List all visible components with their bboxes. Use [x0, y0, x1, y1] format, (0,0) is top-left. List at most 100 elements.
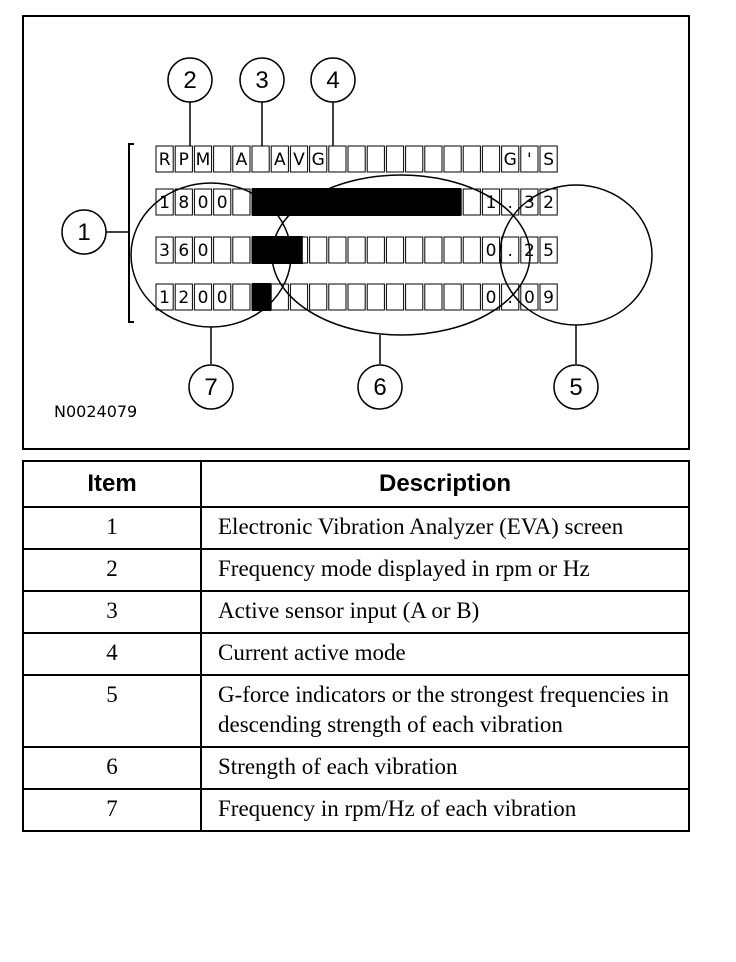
lcd-cell: [309, 283, 328, 311]
lcd-cell: [193, 236, 213, 264]
item-description: Electronic Vibration Analyzer (EVA) scre…: [200, 506, 690, 550]
item-description: Strength of each vibration: [200, 746, 690, 790]
lcd-header-char: R: [159, 150, 171, 170]
lcd-header-cell: [251, 145, 270, 173]
gforce-digit: 3: [524, 193, 535, 213]
item-number: 4: [22, 632, 202, 676]
lcd-cell: [366, 236, 385, 264]
lcd-header-cell: [539, 145, 558, 173]
lcd-cell: [366, 283, 385, 311]
lcd-cell: [213, 236, 232, 264]
callout-3-label: 3: [255, 67, 268, 94]
lcd-header-cell: [289, 145, 309, 173]
frequency-digit: 0: [198, 241, 209, 261]
strength-bar: [252, 283, 272, 311]
lcd-cell: [174, 188, 193, 216]
lcd-header-char: S: [543, 150, 554, 170]
lcd-cell: [309, 236, 328, 264]
frequency-digit: 0: [198, 288, 209, 308]
lcd-cell: [270, 283, 289, 311]
item-description: Frequency mode displayed in rpm or Hz: [200, 548, 690, 592]
lcd-cell: [174, 283, 193, 311]
callout-7: 7: [188, 364, 234, 410]
figure-code: N0024079: [54, 402, 137, 421]
callout-6-label: 6: [373, 374, 386, 401]
lcd-cell: [232, 283, 251, 311]
lcd-header-cell: [443, 145, 462, 173]
frequency-digit: 1: [159, 193, 170, 213]
lcd-cell: [213, 283, 232, 311]
callout-2: 2: [167, 57, 213, 103]
lcd-cell: [347, 283, 366, 311]
gforce-digit: .: [507, 193, 512, 213]
gforce-digit: 9: [543, 288, 554, 308]
lcd-header-cell: [155, 145, 174, 173]
lcd-header-char: G: [504, 150, 517, 170]
lcd-cell: [481, 283, 501, 311]
description-column-header: Description: [200, 460, 690, 508]
lcd-cell: [539, 283, 558, 311]
lcd-header-cell: [347, 145, 366, 173]
item-description: G-force indicators or the strongest freq…: [200, 674, 690, 748]
item-description: Frequency in rpm/Hz of each vibration: [200, 788, 690, 832]
item-number: 2: [22, 548, 202, 592]
gforce-digit: 0: [486, 288, 497, 308]
lcd-cell: [520, 188, 539, 216]
table-row: 4 Current active mode: [22, 632, 690, 676]
callout-1-label: 1: [77, 219, 90, 246]
lcd-cell: [155, 283, 174, 311]
callout-3: 3: [239, 57, 285, 103]
item-column-header: Item: [22, 460, 202, 508]
lcd-header-cell: [462, 145, 481, 173]
lcd-cell: [193, 188, 213, 216]
lcd-cell: [405, 283, 424, 311]
lcd-header-cell: [385, 145, 405, 173]
item-number: 7: [22, 788, 202, 832]
lcd-cell: [174, 236, 193, 264]
item-number: 6: [22, 746, 202, 790]
lcd-cell: [462, 188, 481, 216]
lcd-cell: [328, 283, 347, 311]
callout-5: 5: [553, 364, 599, 410]
lcd-cell: [385, 283, 405, 311]
gforce-digit: 0: [486, 241, 497, 261]
lcd-header-cell: [270, 145, 289, 173]
table-row: 2 Frequency mode displayed in rpm or Hz: [22, 548, 690, 592]
lcd-cell: [443, 236, 462, 264]
lcd-cell: [424, 236, 443, 264]
lcd-header-cell: [328, 145, 347, 173]
lcd-header-char: P: [179, 150, 189, 170]
lcd-cell: [501, 236, 520, 264]
callout-7-label: 7: [204, 374, 217, 401]
lcd-cell: [289, 283, 309, 311]
lcd-cell: [232, 236, 251, 264]
callout-2-label: 2: [183, 67, 196, 94]
lcd-header-cell: [193, 145, 213, 173]
lcd-header-char: M: [196, 150, 211, 170]
frequency-digit: 0: [198, 193, 209, 213]
table-row: 1 Electronic Vibration Analyzer (EVA) sc…: [22, 506, 690, 550]
strength-bar: [252, 188, 462, 216]
lcd-header-cell: [481, 145, 501, 173]
gforce-digit: .: [507, 241, 512, 261]
table-header-row: Item Description: [22, 460, 690, 508]
callout-1: 1: [61, 209, 107, 255]
lcd-cell: [462, 283, 481, 311]
callout-4-label: 4: [326, 67, 339, 94]
lcd-cell: [328, 236, 347, 264]
frequency-digit: 0: [217, 288, 228, 308]
frequency-digit: 2: [178, 288, 189, 308]
gforce-digit: 0: [524, 288, 535, 308]
lcd-header-char: ': [527, 150, 532, 170]
callout-4: 4: [310, 57, 356, 103]
frequency-digit: 8: [178, 193, 189, 213]
lcd-header-cell: [405, 145, 424, 173]
callout-5-label: 5: [569, 374, 582, 401]
lcd-cell: [347, 236, 366, 264]
frequency-digit: 1: [159, 288, 170, 308]
item-number: 1: [22, 506, 202, 550]
gforce-digit: 2: [543, 193, 554, 213]
frequency-digit: 0: [217, 193, 228, 213]
